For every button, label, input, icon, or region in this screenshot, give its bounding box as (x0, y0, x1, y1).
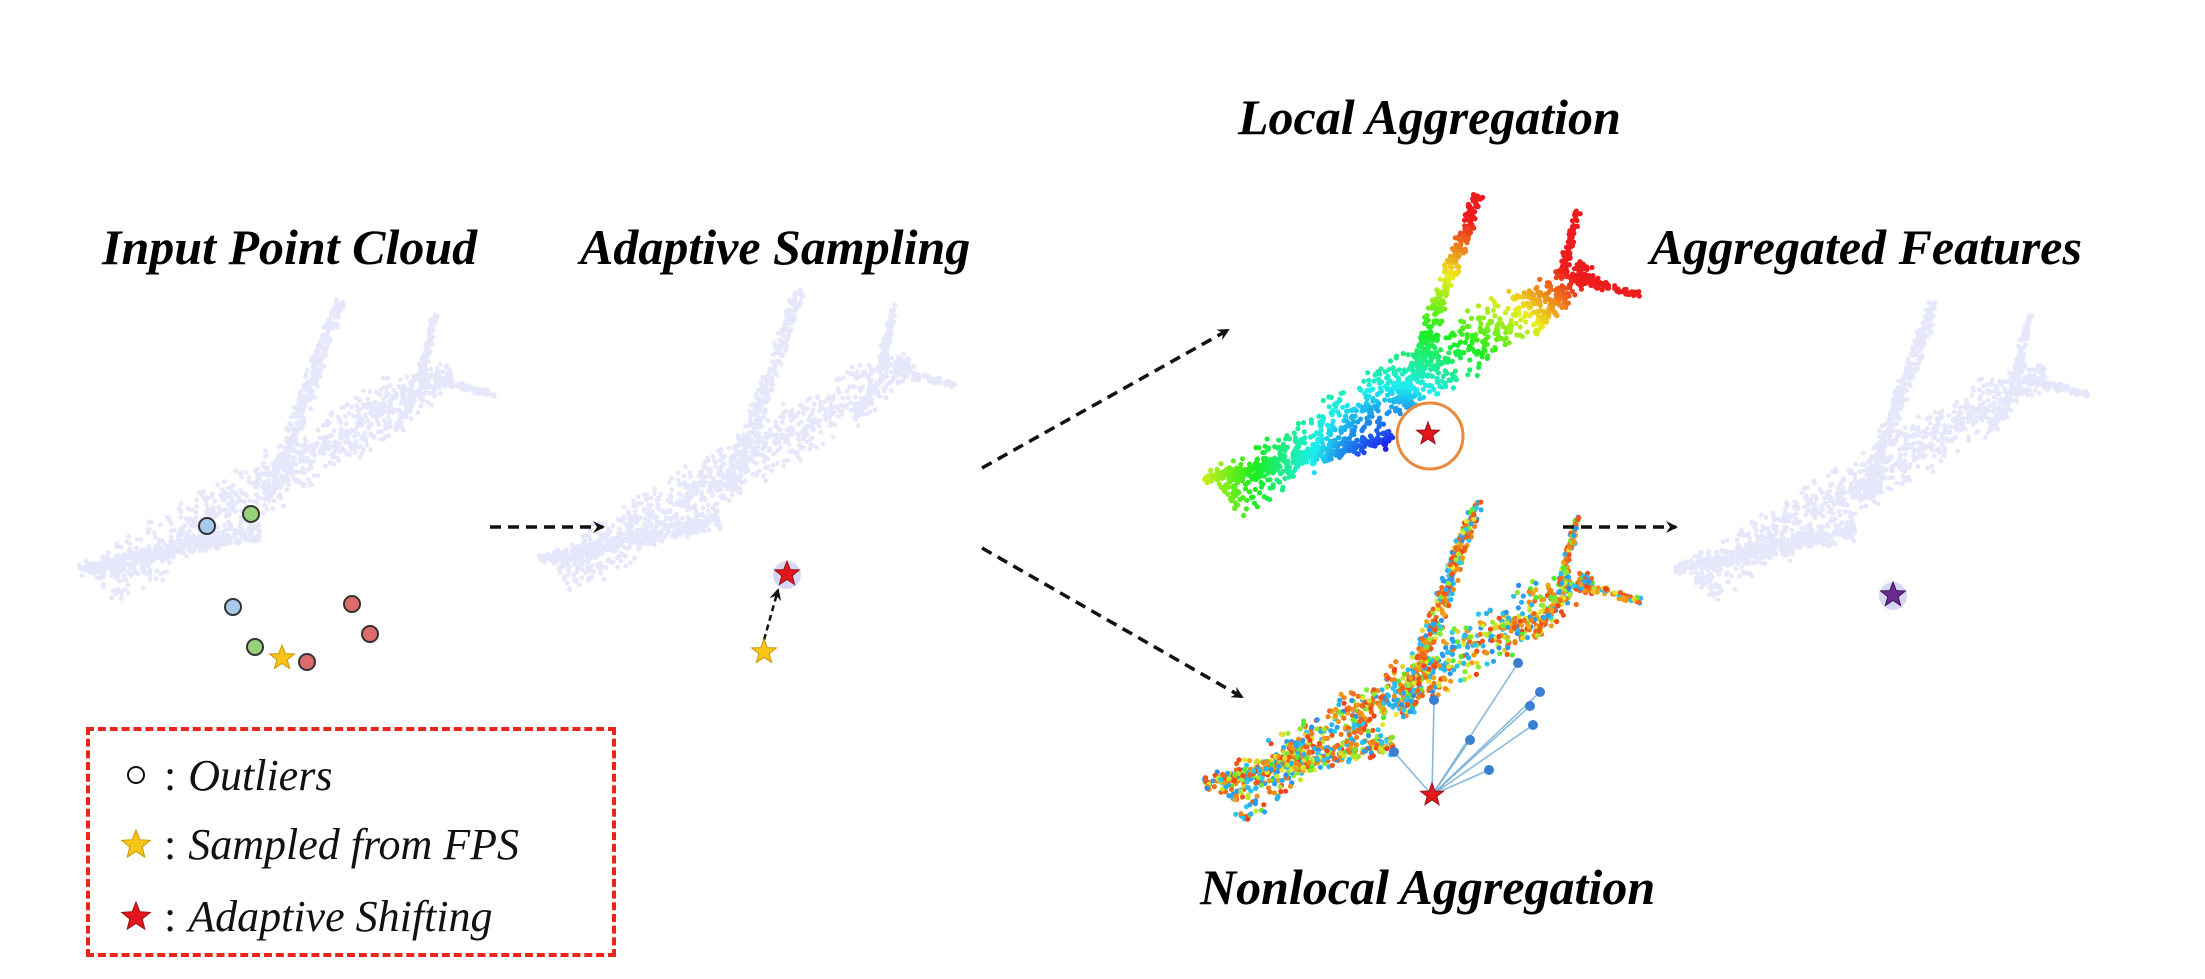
title-aggregated-features: Aggregated Features (1650, 222, 2082, 272)
outlier-point (247, 639, 263, 655)
legend-box: : Outliers : Sampled from FPS : Adaptive… (86, 727, 616, 957)
outlier-point (299, 654, 315, 670)
nonlocal-node (1429, 695, 1439, 705)
legend-row-fps: : Sampled from FPS (116, 814, 519, 874)
nonlocal-node (1513, 658, 1523, 668)
nonlocal-edge (1432, 725, 1533, 795)
star-icon (752, 639, 777, 663)
nonlocal-edge (1394, 752, 1432, 795)
arrow-adaptive-to-nonlocal (982, 548, 1242, 697)
point-cloud-input (77, 297, 497, 601)
outlier-point (225, 599, 241, 615)
nonlocal-node (1465, 735, 1475, 745)
star-icon (270, 645, 295, 669)
nonlocal-node (1484, 765, 1494, 775)
nonlocal-node (1528, 720, 1538, 730)
title-input-point-cloud: Input Point Cloud (102, 222, 477, 272)
point-cloud-adaptive (537, 288, 957, 592)
legend-label-shifting: Adaptive Shifting (188, 891, 492, 942)
outlier-point (344, 596, 360, 612)
star-icon (116, 896, 156, 936)
legend-label-fps: Sampled from FPS (188, 819, 519, 870)
point-cloud-aggregated (1673, 300, 2090, 602)
arrow-adaptive-to-local (982, 330, 1228, 468)
outlier-point (243, 506, 259, 522)
outlier-point (362, 626, 378, 642)
title-local-aggregation: Local Aggregation (1238, 92, 1621, 142)
point-cloud-nonlocal (1202, 500, 1643, 822)
nonlocal-node (1525, 701, 1535, 711)
outlier-point (199, 518, 215, 534)
star-icon (116, 824, 156, 864)
circle-icon (116, 755, 156, 795)
title-nonlocal-aggregation: Nonlocal Aggregation (1200, 862, 1655, 912)
legend-row-outliers: : Outliers (116, 745, 332, 805)
title-adaptive-sampling: Adaptive Sampling (580, 222, 970, 272)
nonlocal-edge (1432, 700, 1434, 795)
star-icon (1417, 422, 1440, 444)
arrow-shift (764, 590, 778, 640)
nonlocal-node (1535, 687, 1545, 697)
legend-label-outliers: Outliers (188, 750, 332, 801)
nonlocal-node (1389, 747, 1399, 757)
legend-row-shifting: : Adaptive Shifting (116, 886, 493, 946)
